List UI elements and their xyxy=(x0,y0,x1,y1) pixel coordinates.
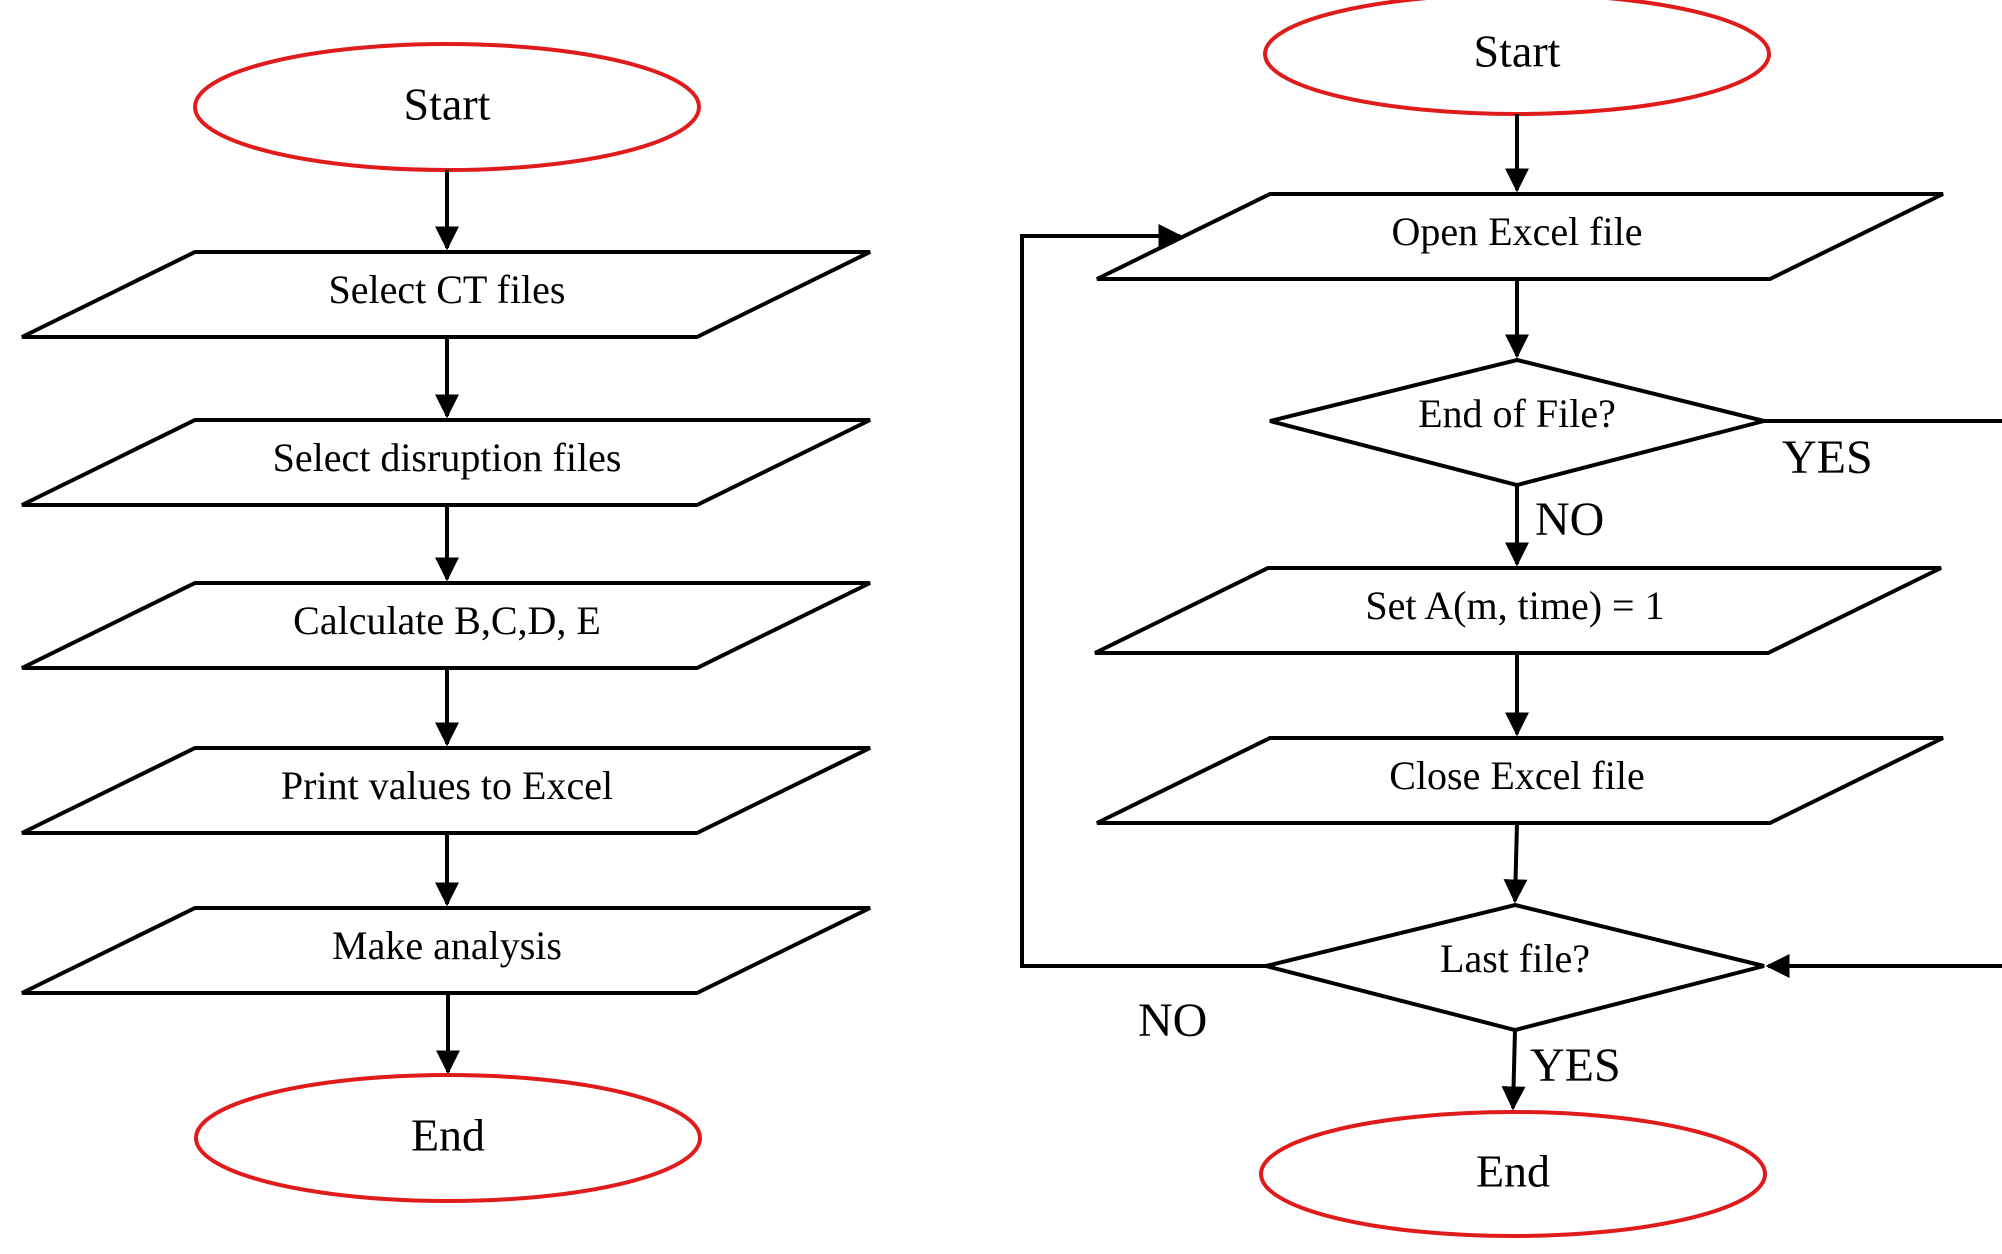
left-start-label: Start xyxy=(404,79,491,130)
left-flowchart xyxy=(21,42,871,1203)
left-step-calculate xyxy=(21,581,871,670)
left-step-label-5: Make analysis xyxy=(332,923,562,968)
eof-no-label: NO xyxy=(1535,493,1604,546)
left-step-select-disruption-files xyxy=(21,418,871,507)
left-step-label-2: Select disruption files xyxy=(273,435,622,480)
right-arrow-last-end xyxy=(1501,1029,1526,1111)
branch-labels: YES NO NO YES xyxy=(1138,431,1873,1092)
right-flowchart xyxy=(1020,0,2002,1238)
left-step-label-4: Print values to Excel xyxy=(281,763,613,808)
left-step-select-ct-files xyxy=(21,250,871,339)
left-step-make-analysis xyxy=(21,906,871,995)
right-close-excel-label: Close Excel file xyxy=(1389,753,1644,798)
right-open-excel-label: Open Excel file xyxy=(1392,209,1643,254)
last-no-label: NO xyxy=(1138,994,1207,1047)
left-step-print-values xyxy=(21,746,871,835)
right-step-set-value xyxy=(1094,566,1942,655)
left-step-label-1: Select CT files xyxy=(329,267,566,312)
right-eof-label: End of File? xyxy=(1418,391,1616,436)
left-flowchart-labels: Start Select CT files Select disruption … xyxy=(273,79,622,1161)
right-step-close-excel xyxy=(1096,736,1944,825)
right-start-label: Start xyxy=(1474,26,1561,77)
left-end-terminal xyxy=(194,1073,702,1203)
last-yes-label: YES xyxy=(1530,1039,1621,1092)
right-last-file-label: Last file? xyxy=(1440,936,1590,981)
right-step-open-excel xyxy=(1096,192,1944,281)
right-flowchart-labels: Start Open Excel file End of File? Set A… xyxy=(1365,26,1664,1197)
right-loop-back-connector xyxy=(1020,224,1266,968)
right-set-value-label: Set A(m, time) = 1 xyxy=(1365,583,1664,628)
right-end-terminal xyxy=(1259,1110,1767,1238)
eof-yes-label: YES xyxy=(1782,431,1873,484)
left-step-label-3: Calculate B,C,D, E xyxy=(293,598,601,643)
right-end-label: End xyxy=(1476,1146,1550,1197)
left-end-label: End xyxy=(411,1110,485,1161)
right-arrow-close-last xyxy=(1503,822,1528,904)
